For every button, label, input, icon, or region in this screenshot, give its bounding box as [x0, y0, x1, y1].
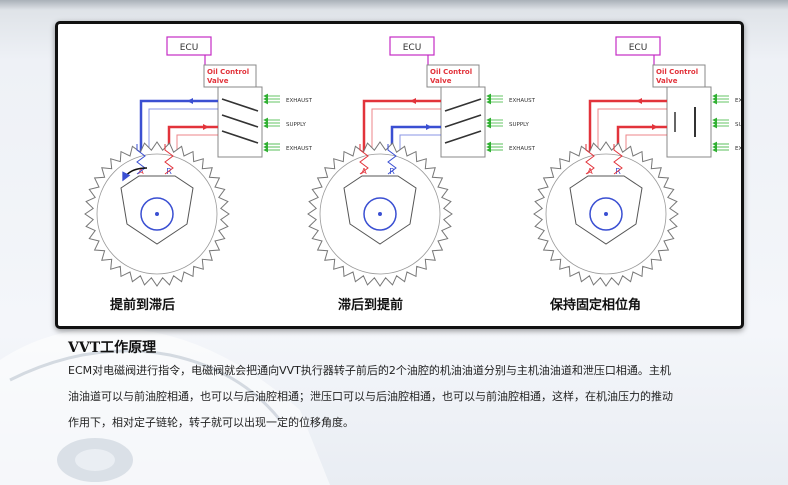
valve-body	[666, 86, 712, 158]
body-line-1: ECM对电磁阀进行指令，电磁阀就会把通向VVT执行器转子前后的2个油腔的机油油道…	[68, 364, 671, 377]
caption-retard-to-advance: 滞后到提前	[338, 298, 404, 313]
chamber-a-oil	[359, 144, 369, 175]
valve-body	[217, 86, 263, 158]
caption-hold-phase: 保持固定相位角	[550, 298, 642, 313]
section-body: ECM对电磁阀进行指令，电磁阀就会把通向VVT执行器转子前后的2个油腔的机油油道…	[68, 358, 738, 436]
valve-label-line2: Valve	[207, 77, 229, 85]
body-line-2: 油油道可以与前油腔相通，也可以与后油腔相通；泄压口可以与后油腔相通，也可以与前油…	[68, 390, 673, 403]
valve-spool-slant	[444, 114, 482, 128]
ecu-label: ECU	[180, 43, 199, 53]
chamber-a-label: A	[587, 167, 593, 176]
exhaust-port-top-label: EXHAUST	[735, 98, 741, 104]
exhaust-port-bottom-label: EXHAUST	[735, 146, 741, 152]
ecu-box	[389, 36, 435, 56]
valve-label-line1: Oil Control	[430, 68, 472, 76]
rotation-arrow	[122, 167, 148, 182]
sprocket-inner-ring	[96, 153, 218, 275]
body-line-3: 作用下，相对定子链轮，转子就可以出现一定的位移角度。	[68, 416, 354, 429]
sprocket-inner-ring	[545, 153, 667, 275]
chamber-r-oil	[164, 144, 174, 175]
supply-port-label: SUPPLY	[509, 122, 529, 128]
valve-spool-slant	[221, 98, 259, 112]
valve-spool-slant	[221, 130, 259, 144]
chamber-a-label: A	[361, 167, 367, 176]
valve-spool-slant	[444, 98, 482, 112]
rotor-center	[378, 212, 382, 216]
valve-body	[440, 86, 486, 158]
rotor-center	[155, 212, 159, 216]
valve-label-line2: Valve	[430, 77, 452, 85]
ecu-label: ECU	[403, 43, 422, 53]
ecu-box	[166, 36, 212, 56]
valve-label-line2: Valve	[656, 77, 678, 85]
chamber-a-oil	[136, 144, 146, 175]
supply-port-label: SUPPLY	[286, 122, 306, 128]
exhaust-port-top-label: EXHAUST	[509, 98, 536, 104]
exhaust-port-top-label: EXHAUST	[286, 98, 313, 104]
chamber-r-label: R	[389, 167, 395, 176]
chamber-r-label: R	[166, 167, 172, 176]
chamber-r-label: R	[615, 167, 621, 176]
valve-spool-slant	[444, 130, 482, 144]
rotor-center	[604, 212, 608, 216]
exhaust-port-bottom-label: EXHAUST	[286, 146, 313, 152]
ecu-label: ECU	[629, 43, 648, 53]
exhaust-port-bottom-label: EXHAUST	[509, 146, 536, 152]
chamber-r-oil	[613, 144, 623, 175]
chamber-a-oil	[585, 144, 595, 175]
caption-advance-to-retard: 提前到滞后	[110, 298, 176, 313]
supply-port-label: SUPPLY	[735, 122, 741, 128]
valve-label-line1: Oil Control	[207, 68, 249, 76]
chamber-a-label: A	[138, 167, 144, 176]
section-title: VVT工作原理	[68, 340, 157, 356]
ecu-box	[615, 36, 661, 56]
sprocket-inner-ring	[319, 153, 441, 275]
chamber-r-oil	[387, 144, 397, 175]
valve-spool-slant	[221, 114, 259, 128]
valve-label-line1: Oil Control	[656, 68, 698, 76]
